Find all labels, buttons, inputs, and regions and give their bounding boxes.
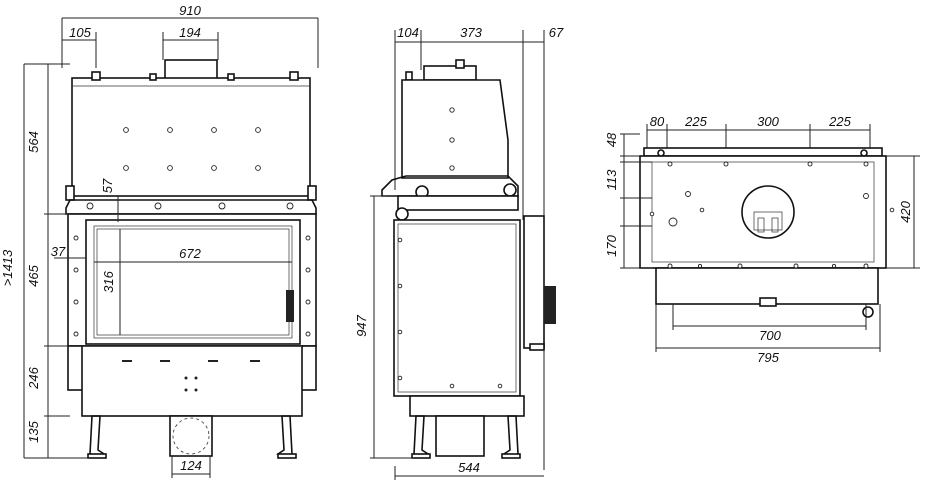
dim-col-c: 300 xyxy=(757,114,779,129)
hood-bolts xyxy=(123,127,261,171)
dim-rear-offset: 104 xyxy=(397,25,419,40)
dim-middle-height: 465 xyxy=(26,264,41,286)
dim-glass-offset: 57 xyxy=(100,178,115,193)
dim-col-a: 80 xyxy=(650,114,665,129)
dim-col-b: 225 xyxy=(684,114,707,129)
dim-outer-width: 795 xyxy=(757,350,779,365)
front-view: 910 105 194 xyxy=(0,3,319,478)
dim-row-c: 170 xyxy=(604,234,619,256)
dim-upper-height: 564 xyxy=(26,131,41,153)
dim-overall-width: 910 xyxy=(179,3,201,18)
dim-inner-width: 700 xyxy=(759,328,781,343)
body-bolts xyxy=(397,237,503,389)
dim-overall-depth: 544 xyxy=(458,460,480,475)
side-bolts xyxy=(73,235,311,337)
dim-body-depth: 373 xyxy=(460,25,482,40)
dim-depth: 420 xyxy=(898,200,913,222)
dim-glass-height: 316 xyxy=(101,270,116,292)
top-bolts xyxy=(649,161,895,269)
top-view: 80 225 300 225 xyxy=(604,114,920,365)
flange-bolts xyxy=(86,202,294,210)
dim-row-a: 48 xyxy=(604,132,619,147)
dim-top-flue: 194 xyxy=(179,25,201,40)
dim-lower-height: 246 xyxy=(26,366,41,389)
dim-row-b: 113 xyxy=(604,169,619,190)
dim-body-height: 947 xyxy=(354,314,369,336)
dim-air-inlet: 124 xyxy=(180,458,202,473)
dim-left-offset: 105 xyxy=(69,25,91,40)
dim-col-d: 225 xyxy=(828,114,851,129)
dim-door-width: 672 xyxy=(179,246,201,261)
dim-leg-height: 135 xyxy=(26,420,41,442)
dim-total-height: >1413 xyxy=(0,249,15,286)
dim-side-offset: 37 xyxy=(51,244,66,259)
side-view: 104 373 67 xyxy=(354,25,564,480)
dim-handle-offset: 67 xyxy=(549,25,564,40)
